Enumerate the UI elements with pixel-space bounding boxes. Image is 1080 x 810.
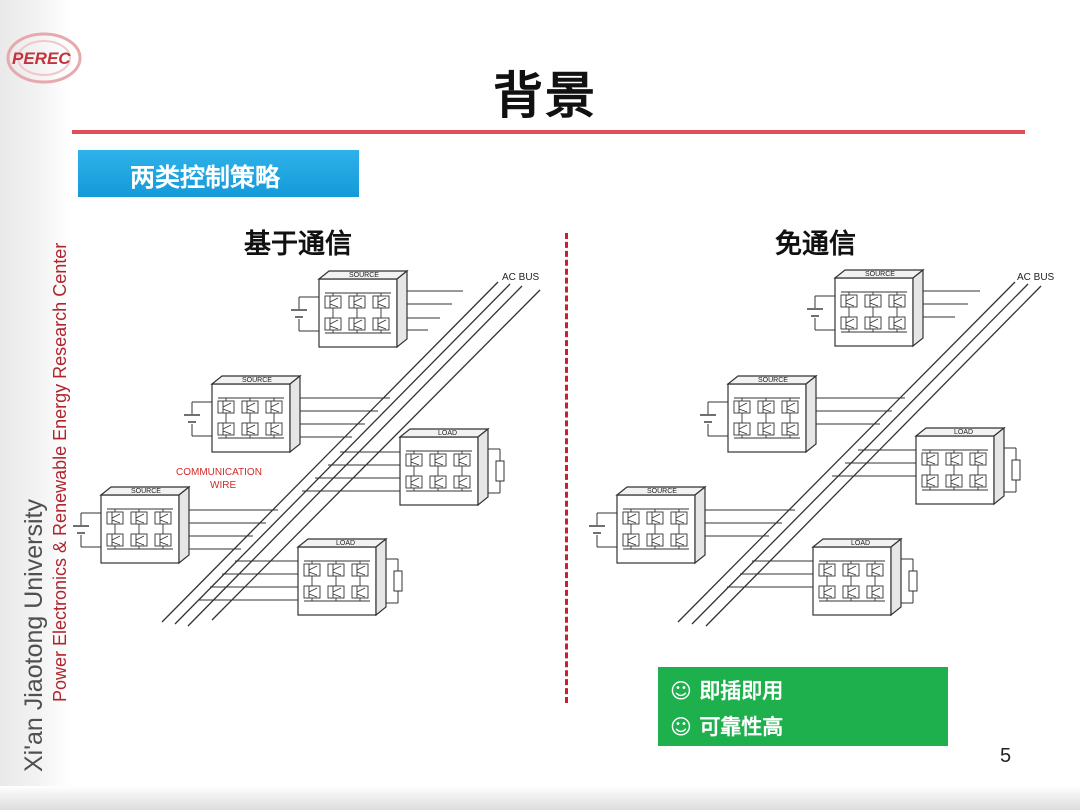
load-label: LOAD — [851, 540, 870, 547]
source-label: SOURCE — [865, 271, 895, 278]
benefit-item: ☺ 可靠性高 — [670, 711, 783, 741]
comm-wire-label-2: WIRE — [210, 480, 236, 491]
benefit-text: 即插即用 — [699, 679, 784, 703]
source-label: SOURCE — [758, 377, 788, 384]
smiley-icon: ☺ — [670, 679, 692, 703]
source-label: SOURCE — [242, 377, 272, 384]
right-load-1: LOAD — [916, 428, 1020, 504]
section-banner-label: 两类控制策略 — [130, 163, 281, 192]
right-source-2: SOURCE — [700, 376, 816, 452]
benefit-text: 可靠性高 — [699, 715, 784, 739]
left-source-2: SOURCE — [184, 376, 300, 452]
right-load-2: LOAD — [813, 539, 917, 615]
load-label: LOAD — [438, 430, 457, 437]
left-source-1: SOURCE — [291, 271, 407, 347]
benefit-item: ☺ 即插即用 — [670, 675, 783, 705]
left-heading: 基于通信 — [244, 229, 352, 260]
right-heading: 免通信 — [775, 229, 856, 260]
left-bus-label: AC BUS — [502, 272, 540, 283]
right-bus-label: AC BUS — [1017, 272, 1055, 283]
left-load-1: LOAD — [400, 429, 504, 505]
right-ac-bus — [677, 281, 1042, 627]
logo-text: PEREC — [12, 49, 71, 68]
right-source-1: SOURCE — [807, 270, 923, 346]
left-diagram: AC BUS SOURCE SOURCE SOURCE — [73, 271, 541, 627]
page-title: 背景 — [493, 67, 597, 125]
source-label: SOURCE — [647, 488, 677, 495]
left-comm-wire — [211, 289, 541, 621]
source-label: SOURCE — [131, 488, 161, 495]
comm-wire-label-1: COMMUNICATION — [176, 467, 262, 478]
left-source-3: SOURCE — [73, 487, 189, 563]
section-banner: 两类控制策略 — [78, 150, 359, 197]
smiley-icon: ☺ — [670, 715, 692, 739]
right-diagram: AC BUS SOURCE SOURCE SOURCE — [589, 270, 1055, 627]
right-source-3: SOURCE — [589, 487, 705, 563]
load-label: LOAD — [954, 429, 973, 436]
bottom-decor-band — [0, 786, 1080, 810]
perec-logo: PEREC — [6, 32, 82, 84]
panel-divider — [565, 233, 568, 703]
left-ac-bus — [161, 281, 523, 627]
title-rule — [72, 130, 1025, 134]
source-label: SOURCE — [349, 272, 379, 279]
load-label: LOAD — [336, 540, 355, 547]
page-number: 5 — [1000, 745, 1012, 767]
left-load-2: LOAD — [298, 539, 402, 615]
left-decor-band — [0, 0, 70, 810]
benefits-box: ☺ 即插即用 ☺ 可靠性高 — [658, 667, 948, 746]
